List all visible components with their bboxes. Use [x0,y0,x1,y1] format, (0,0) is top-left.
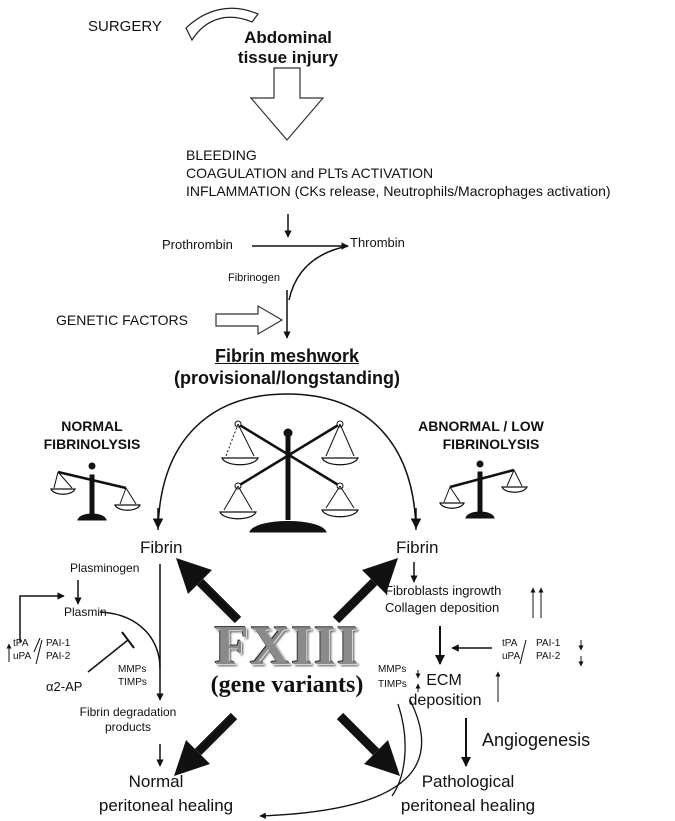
abnormal-pai2-label: PAI-2 [536,651,561,662]
bleeding-label: BLEEDING [186,147,257,163]
fibroblasts-label: Fibroblasts ingrowth [385,583,502,598]
prothrombin-label: Prothrombin [162,237,233,252]
pathological-healing-line1: Pathological [421,772,515,791]
ecm-curve-to-normal [259,699,423,820]
ecm-label-line2: deposition [408,692,482,709]
surgery-injury-connector [185,7,259,42]
coagulation-label: COAGULATION and PLTs ACTIVATION [186,165,434,181]
genetic-factors-arrow [215,304,284,336]
injury-label-line1: Abdominal [244,28,332,47]
normal-fibrinolysis-title-2: FIBRINOLYSIS [43,436,141,452]
normal-healing-line1: Normal [128,772,184,791]
normal-timps-label: TIMPs [118,677,147,688]
a2ap-label: α2-AP [46,679,83,694]
abnormal-fibrinolysis-title-1: ABNORMAL / LOW [418,418,544,434]
abnormal-pai1-label: PAI-1 [536,638,561,649]
normal-pai1-label: PAI-1 [46,638,71,649]
abnormal-mmps-label: MMPs [378,664,407,675]
central-balance-icon [219,420,359,533]
abnormal-fibrin-label: Fibrin [396,538,439,557]
fibrin-meshwork-title: Fibrin meshwork [214,346,360,366]
abnormal-balance-icon [439,460,528,519]
normal-balance-icon [50,462,141,521]
fxiii-title: FXIII [214,615,360,677]
fibrin-meshwork-subtitle: (provisional/longstanding) [174,368,400,388]
fxiii-arrows [174,558,400,776]
fibrinogen-label: Fibrinogen [228,272,280,284]
normal-fibrin-label: Fibrin [140,538,183,557]
gene-variants-label: (gene variants) [210,672,364,698]
inflammation-label: INFLAMMATION (CKs release, Neutrophils/M… [186,183,611,199]
angiogenesis-label: Angiogenesis [482,730,591,750]
abnormal-timps-label: TIMPs [378,679,407,690]
hollow-down-arrow [249,67,325,141]
ecm-label-line1: ECM [426,672,462,689]
surgery-label: SURGERY [88,18,162,35]
normal-mmps-label: MMPs [118,664,147,675]
genetic-factors-label: GENETIC FACTORS [56,312,188,328]
plasmin-label: Plasmin [64,605,107,619]
fdp-label-line2: products [104,720,152,734]
meshwork-arc [157,393,417,531]
normal-tpa-label: tPA [13,638,29,649]
abnormal-upa-label: uPA [502,651,521,662]
abnormal-fibrinolysis-title-2: FIBRINOLYSIS [442,436,540,452]
collagen-label: Collagen deposition [385,600,500,615]
plasminogen-label: Plasminogen [70,561,140,575]
pathological-healing-line2: peritoneal healing [400,796,536,815]
normal-upa-label: uPA [13,651,32,662]
fdp-label-line1: Fibrin degradation [79,705,177,719]
thrombin-label: Thrombin [350,235,405,250]
injury-label-line2: tissue injury [237,48,339,67]
normal-fibrinolysis-title-1: NORMAL [61,418,123,434]
normal-pai2-label: PAI-2 [46,651,71,662]
abnormal-tpa-label: tPA [502,638,518,649]
normal-healing-line2: peritoneal healing [98,796,234,815]
thrombin-curve [288,245,349,301]
